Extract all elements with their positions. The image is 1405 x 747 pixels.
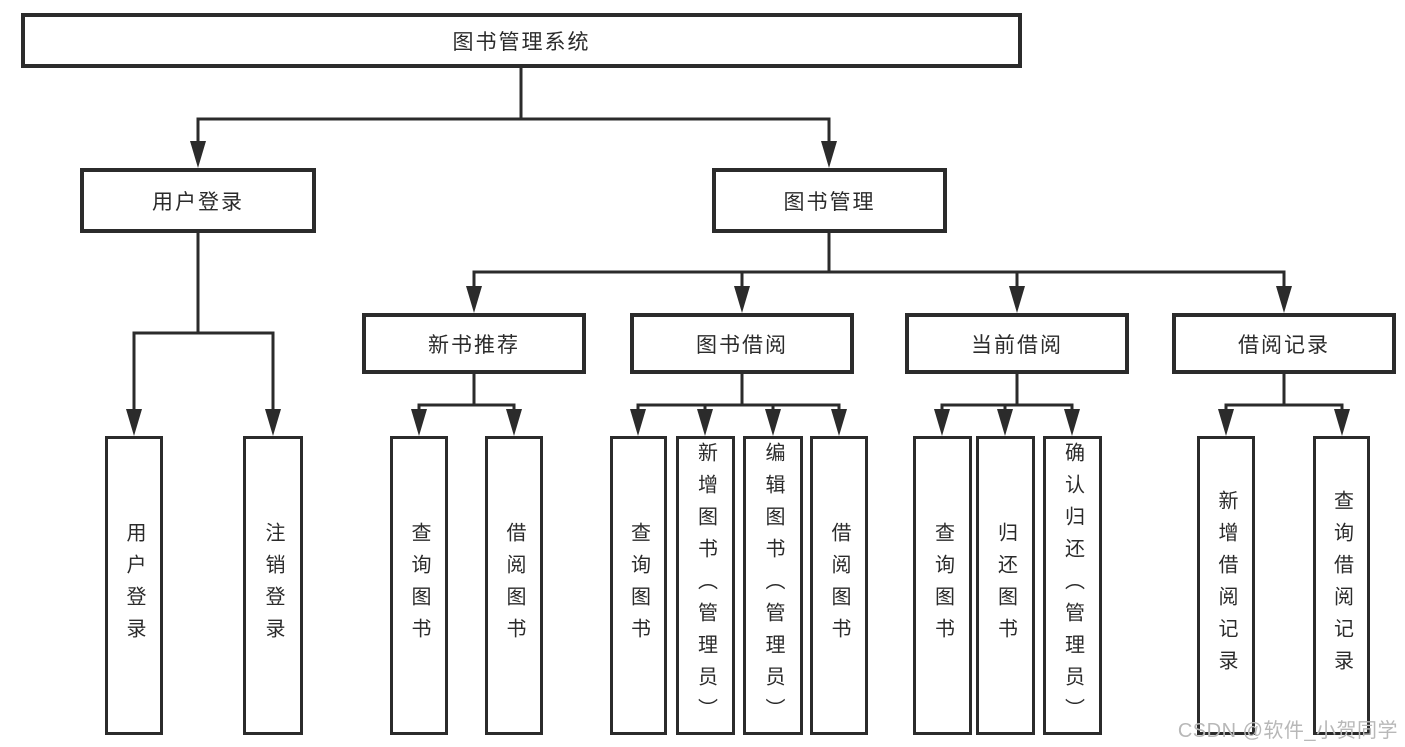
arrow-down-icon (506, 409, 522, 436)
leaf-cb-return-books: 归还图书 (976, 436, 1035, 735)
connector-user-login (126, 231, 281, 436)
arrow-down-icon (1276, 286, 1292, 313)
connector-book-management (466, 231, 1292, 313)
arrow-down-icon (265, 409, 281, 436)
connector-new-book-recommend (411, 372, 522, 436)
node-book-borrowing: 图书借阅 (630, 313, 854, 374)
arrow-down-icon (831, 409, 847, 436)
leaf-label: 注销登录 (262, 521, 284, 650)
arrow-down-icon (1218, 409, 1234, 436)
node-current-borrowing: 当前借阅 (905, 313, 1129, 374)
leaf-label: 确认归还（管理员） (1061, 441, 1084, 730)
arrow-down-icon (126, 409, 142, 436)
leaf-label: 新增借阅记录 (1215, 489, 1237, 682)
leaf-label: 编辑图书（管理员） (762, 441, 784, 730)
arrow-down-icon (697, 409, 713, 436)
node-library-system: 图书管理系统 (21, 13, 1022, 68)
leaf-label: 查询借阅记录 (1330, 489, 1353, 682)
arrow-down-icon (1064, 409, 1080, 436)
leaf-label: 查询图书 (627, 521, 650, 650)
arrow-down-icon (190, 141, 206, 168)
leaf-label: 新增图书（管理员） (694, 441, 717, 730)
leaf-user-login: 用户登录 (105, 436, 163, 735)
leaf-label: 查询图书 (931, 521, 954, 650)
arrow-down-icon (734, 286, 750, 313)
leaf-cb-query-books: 查询图书 (913, 436, 972, 735)
connector-root (190, 66, 837, 168)
leaf-bb-edit-books-admin: 编辑图书（管理员） (743, 436, 803, 735)
leaf-nbr-query-books: 查询图书 (390, 436, 448, 735)
node-borrow-records: 借阅记录 (1172, 313, 1396, 374)
arrow-down-icon (934, 409, 950, 436)
leaf-bb-query-books: 查询图书 (610, 436, 667, 735)
watermark: CSDN @软件_小贺同学 (1177, 720, 1398, 742)
arrow-down-icon (411, 409, 427, 436)
leaf-label: 借阅图书 (828, 521, 850, 650)
connector-current-borrowing (934, 372, 1080, 436)
leaf-label: 用户登录 (123, 521, 145, 650)
leaf-label: 归还图书 (994, 521, 1017, 650)
leaf-label: 查询图书 (408, 521, 430, 650)
leaf-cb-confirm-return-admin: 确认归还（管理员） (1043, 436, 1102, 735)
arrow-down-icon (630, 409, 646, 436)
connector-book-borrowing (630, 372, 847, 436)
leaf-nbr-borrow-books: 借阅图书 (485, 436, 543, 735)
arrow-down-icon (1009, 286, 1025, 313)
arrow-down-icon (466, 286, 482, 313)
leaf-label: 借阅图书 (503, 521, 525, 650)
leaf-logout: 注销登录 (243, 436, 303, 735)
connector-borrow-records (1218, 372, 1350, 436)
leaf-br-add-record: 新增借阅记录 (1197, 436, 1255, 735)
leaf-bb-add-books-admin: 新增图书（管理员） (676, 436, 735, 735)
arrow-down-icon (1334, 409, 1350, 436)
arrow-down-icon (765, 409, 781, 436)
arrow-down-icon (997, 409, 1013, 436)
node-new-book-recommend: 新书推荐 (362, 313, 586, 374)
node-book-management: 图书管理 (712, 168, 947, 233)
node-user-login-branch: 用户登录 (80, 168, 316, 233)
arrow-down-icon (821, 141, 837, 168)
leaf-bb-borrow-books: 借阅图书 (810, 436, 868, 735)
leaf-br-query-record: 查询借阅记录 (1313, 436, 1370, 735)
